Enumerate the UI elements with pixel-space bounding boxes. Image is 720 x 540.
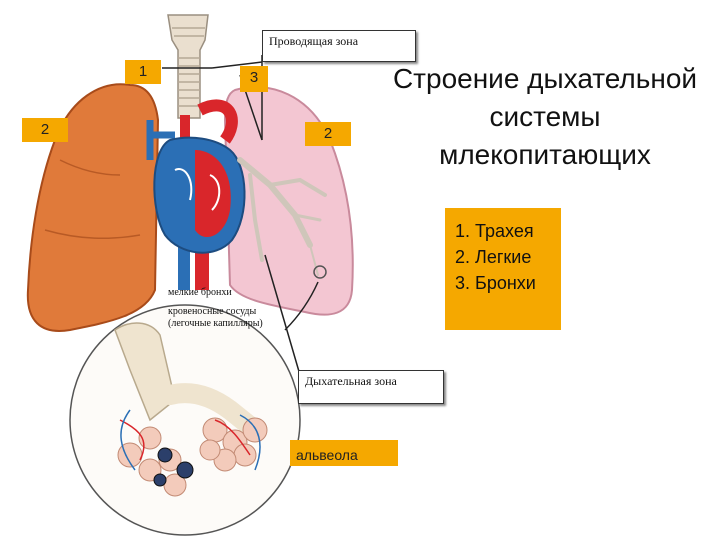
legend-item-bronchi: 3. Бронхи <box>455 273 536 293</box>
small-bronchi-caption: мелкие бронхи <box>168 287 232 298</box>
legend-box: 1. Трахея 2. Легкие 3. Бронхи <box>445 208 561 330</box>
label-bronchi-number: 3 <box>240 66 268 92</box>
legend-item-trachea: 1. Трахея <box>455 221 534 241</box>
blood-vessels-caption: кровеносные сосуды <box>168 306 257 317</box>
heart <box>153 136 246 254</box>
trachea <box>167 14 209 119</box>
alveolus-label: альвеола <box>290 440 398 466</box>
label-trachea-number: 1 <box>125 60 161 84</box>
alveoli-magnified <box>69 304 301 536</box>
conducting-zone-label: Проводящая зона <box>262 30 416 62</box>
bronchial-tree <box>237 157 327 276</box>
label-right-lung-number: 2 <box>305 122 351 146</box>
respiratory-zone-label: Дыхательная зона <box>298 370 444 404</box>
capillaries-caption: (легочные капилляры) <box>168 318 263 329</box>
page-title: Строение дыхательной системы млекопитающ… <box>392 63 698 170</box>
legend-item-lungs: 2. Легкие <box>455 247 532 267</box>
label-left-lung-number: 2 <box>22 118 68 142</box>
